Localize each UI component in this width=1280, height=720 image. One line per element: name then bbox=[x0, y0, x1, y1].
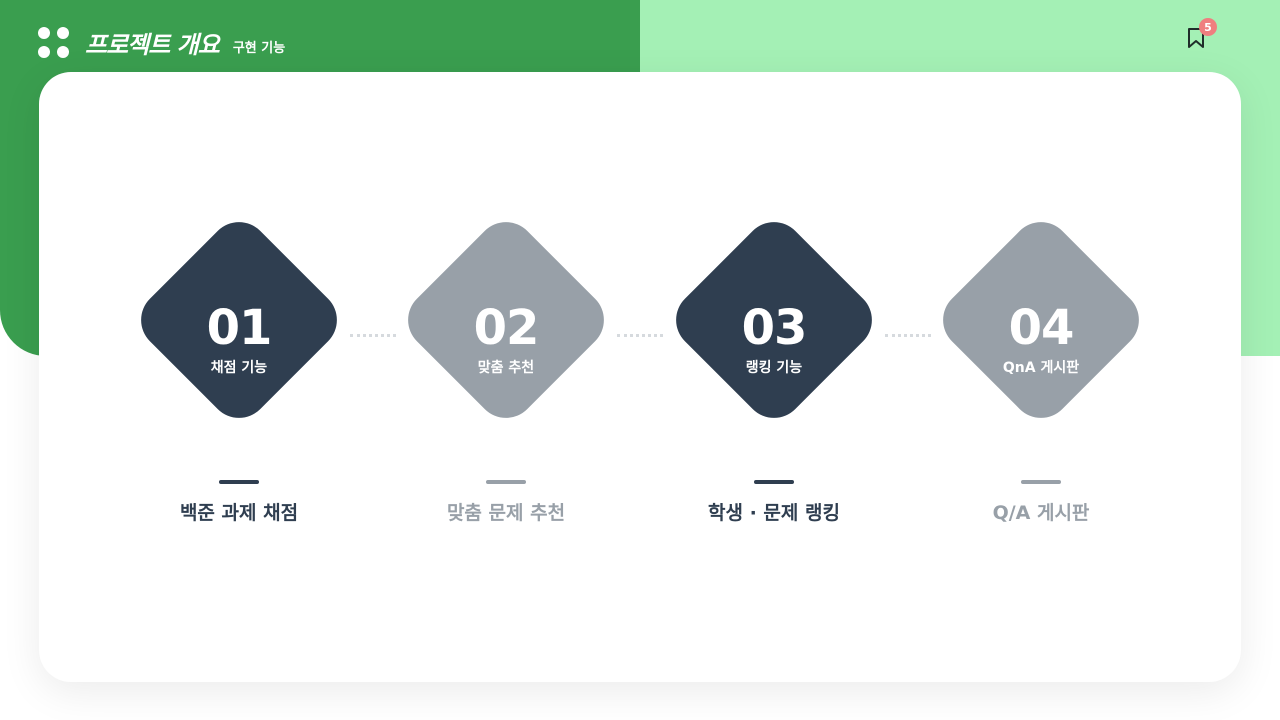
step-underline bbox=[754, 480, 794, 484]
step-label: 채점 기능 bbox=[210, 360, 268, 376]
connector-3-4 bbox=[885, 334, 931, 337]
header: 프로젝트 개요 구현 기능 bbox=[38, 24, 285, 60]
step-label: QnA 게시판 bbox=[1002, 360, 1080, 376]
step-4[interactable]: 04 QnA 게시판 Q/A 게시판 bbox=[911, 206, 1171, 536]
step-3[interactable]: 03 랭킹 기능 학생 · 문제 랭킹 bbox=[644, 206, 904, 536]
step-underline bbox=[219, 480, 259, 484]
menu-dots-icon[interactable] bbox=[38, 26, 69, 58]
step-underline bbox=[1021, 480, 1061, 484]
page-title: 프로젝트 개요 bbox=[85, 30, 220, 59]
step-label: 랭킹 기능 bbox=[745, 360, 803, 376]
step-caption: 백준 과제 채점 bbox=[179, 502, 299, 524]
step-label: 맞춤 추천 bbox=[477, 360, 535, 376]
page-subtitle: 구현 기능 bbox=[232, 40, 286, 56]
step-underline bbox=[486, 480, 526, 484]
step-number: 03 bbox=[741, 300, 808, 356]
step-2[interactable]: 02 맞춤 추천 맞춤 문제 추천 bbox=[376, 206, 636, 536]
notification-badge: 5 bbox=[1199, 18, 1217, 36]
step-caption: Q/A 게시판 bbox=[992, 502, 1090, 524]
step-number: 02 bbox=[473, 300, 540, 356]
connector-2-3 bbox=[617, 334, 663, 337]
step-1[interactable]: 01 채점 기능 백준 과제 채점 bbox=[109, 206, 369, 536]
step-caption: 학생 · 문제 랭킹 bbox=[708, 502, 840, 524]
step-caption: 맞춤 문제 추천 bbox=[446, 502, 566, 524]
connector-1-2 bbox=[350, 334, 396, 337]
step-number: 01 bbox=[206, 300, 273, 356]
step-number: 04 bbox=[1008, 300, 1075, 356]
